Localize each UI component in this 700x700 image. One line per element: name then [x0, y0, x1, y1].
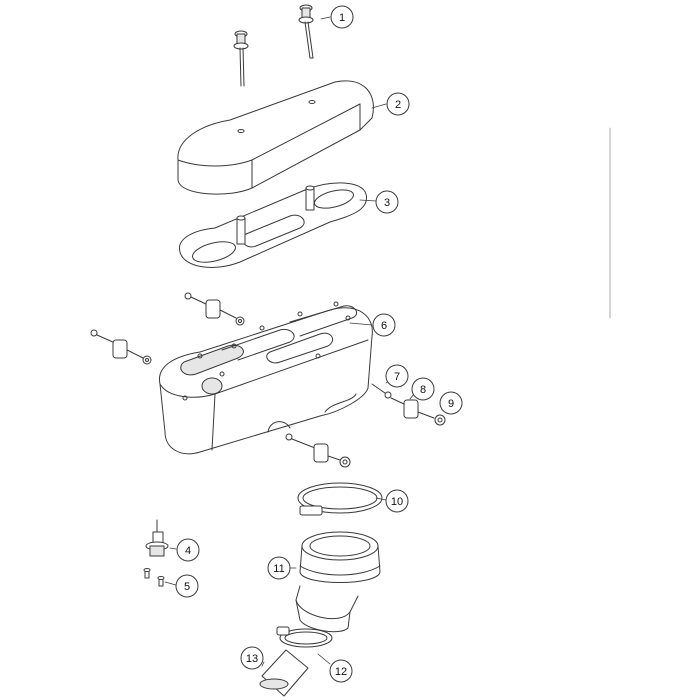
callout-8-label: 8	[420, 384, 426, 396]
callout-3: 3	[375, 190, 399, 214]
callout-12-label: 12	[335, 666, 347, 678]
callout-7-label: 7	[394, 371, 400, 383]
callout-5: 5	[175, 574, 199, 598]
callout-6-label: 6	[381, 320, 387, 332]
callout-2-label: 2	[395, 99, 401, 111]
part-small-screws	[143, 568, 165, 587]
callout-4: 4	[176, 538, 200, 562]
part-housing	[158, 301, 373, 455]
callout-10: 10	[385, 489, 409, 513]
callout-2: 2	[386, 92, 410, 116]
part-screw-left	[233, 30, 249, 87]
callout-3-label: 3	[384, 197, 390, 209]
callout-10-label: 10	[391, 496, 403, 508]
callout-12: 12	[329, 659, 353, 683]
callout-6: 6	[372, 313, 396, 337]
callout-1-label: 1	[339, 12, 345, 24]
part-clamp-large	[297, 482, 383, 516]
callout-11: 11	[267, 556, 291, 580]
part-mount-right	[371, 383, 446, 426]
callout-11-label: 11	[273, 563, 284, 575]
part-cover	[177, 80, 374, 195]
callout-4-label: 4	[185, 545, 191, 557]
callout-1: 1	[330, 5, 354, 29]
callout-9: 9	[439, 391, 463, 415]
part-screw-top	[298, 4, 314, 59]
part-gasket	[179, 182, 367, 268]
callout-9-label: 9	[448, 398, 454, 410]
part-clamp-small	[276, 626, 333, 648]
callout-13: 13	[240, 646, 264, 670]
callout-5-label: 5	[184, 581, 190, 593]
callout-13-label: 13	[246, 653, 258, 665]
part-mount-bottom	[285, 433, 351, 468]
callout-8: 8	[411, 377, 435, 401]
part-sleeve	[259, 649, 309, 697]
callout-7: 7	[385, 364, 409, 388]
part-intake-boot	[295, 531, 381, 633]
part-sensor	[145, 519, 169, 557]
part-mount-upper	[184, 292, 245, 326]
part-mount-left	[90, 329, 152, 365]
